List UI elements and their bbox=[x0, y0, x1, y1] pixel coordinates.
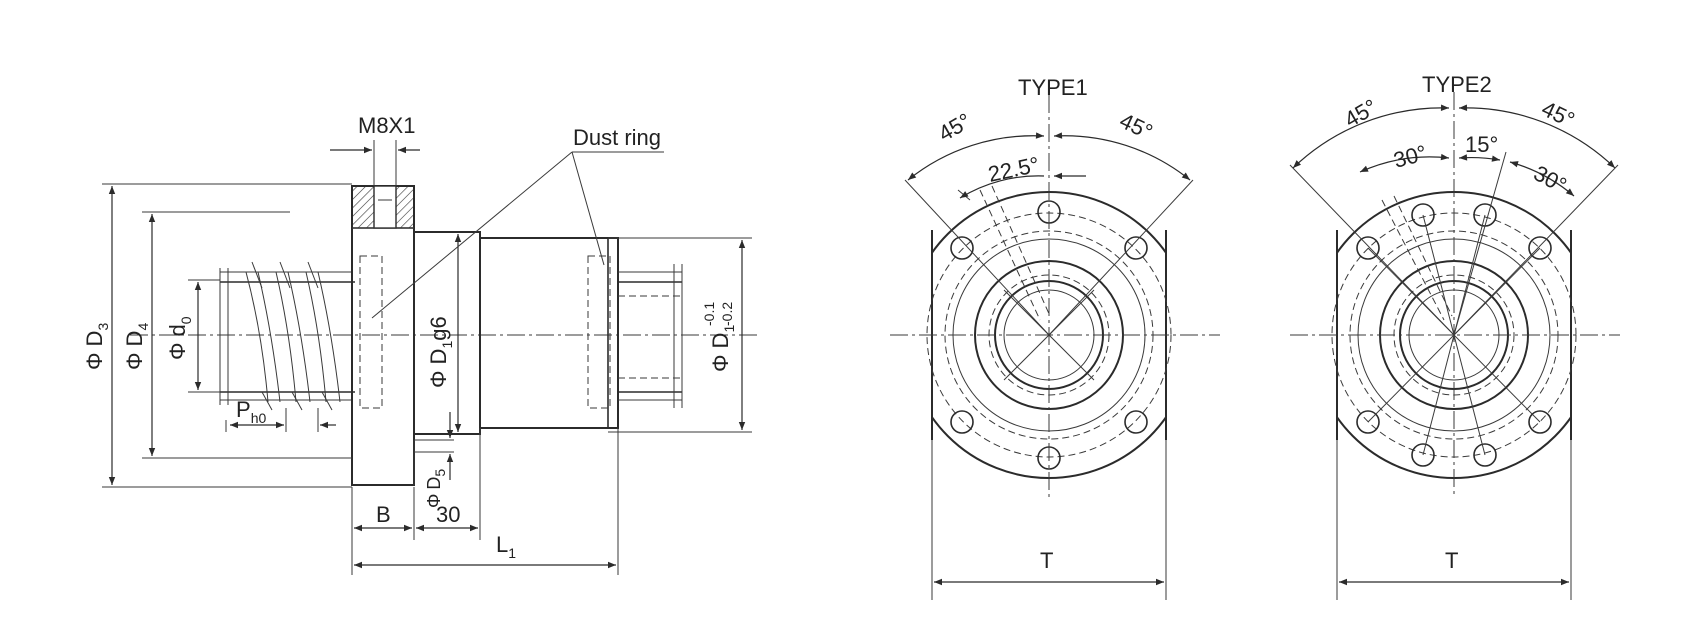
label-d1g6: ΦD1g6 bbox=[426, 316, 455, 388]
type2-angle-right: 45° bbox=[1538, 96, 1579, 133]
svg-text:ΦD4: ΦD4 bbox=[122, 323, 151, 370]
type2-angle-30-right: 30° bbox=[1530, 160, 1571, 198]
type1-angle-right: 45° bbox=[1116, 108, 1157, 145]
dimension-arrows bbox=[108, 146, 746, 569]
type1-angle-left: 45° bbox=[934, 108, 975, 146]
svg-text:-0.1: -0.1 bbox=[701, 302, 717, 326]
label-b: B bbox=[376, 502, 391, 527]
label-30: 30 bbox=[436, 502, 460, 527]
bolt-hole bbox=[950, 236, 974, 260]
svg-text:ΦD1: ΦD1 bbox=[708, 325, 737, 372]
flange bbox=[351, 185, 415, 486]
svg-text:ΦD1g6: ΦD1g6 bbox=[426, 316, 455, 388]
bolt-hole bbox=[1528, 410, 1552, 434]
bolt-hole bbox=[1411, 203, 1435, 227]
side-view: M8X1 Dust ring ΦD3 ΦD4 Φd0 ΦD1g6 ΦD5 ΦD1… bbox=[82, 113, 760, 575]
type1-angle-small: 22.5° bbox=[986, 152, 1042, 187]
type1-front-view: TYPE1 45° 45° 22.5° T bbox=[890, 75, 1220, 600]
type2-width-label: T bbox=[1445, 548, 1458, 573]
type2-angle-15: 15° bbox=[1465, 132, 1498, 157]
type1-title: TYPE1 bbox=[1018, 75, 1088, 100]
bolt-hole bbox=[1528, 236, 1552, 260]
bolt-hole bbox=[950, 410, 974, 434]
label-d3: ΦD3 bbox=[82, 323, 111, 370]
label-d1-tolerance: ΦD1 -0.1 -0.2 bbox=[701, 302, 737, 372]
screw-shaft-right bbox=[618, 264, 683, 408]
label-d0: Φd0 bbox=[165, 316, 194, 360]
bolt-hole bbox=[1124, 410, 1148, 434]
type2-angle-left: 45° bbox=[1340, 94, 1381, 132]
svg-text:-0.2: -0.2 bbox=[719, 302, 735, 326]
thread-label: M8X1 bbox=[358, 113, 415, 138]
extension-lines bbox=[102, 140, 752, 575]
screw-shaft-left bbox=[219, 261, 355, 411]
bolt-hole bbox=[1411, 443, 1435, 467]
type1-width-label: T bbox=[1040, 548, 1053, 573]
dust-ring-label: Dust ring bbox=[573, 125, 661, 150]
nut-body bbox=[479, 237, 619, 429]
type2-front-view: TYPE2 45° 45° 30° 15° 30° T bbox=[1289, 72, 1620, 600]
label-l1: L1 bbox=[496, 532, 516, 561]
label-d5: ΦD5 bbox=[424, 469, 448, 508]
bolt-hole bbox=[1473, 443, 1497, 467]
label-ph0: Ph0 bbox=[236, 397, 266, 426]
bolt-hole bbox=[1124, 236, 1148, 260]
bolt-hole bbox=[1356, 410, 1380, 434]
svg-text:Φd0: Φd0 bbox=[165, 316, 194, 360]
svg-text:ΦD5: ΦD5 bbox=[424, 469, 448, 508]
label-d4: ΦD4 bbox=[122, 323, 151, 370]
bolt-hole bbox=[1356, 236, 1380, 260]
type2-title: TYPE2 bbox=[1422, 72, 1492, 97]
type2-angle-30-left: 30° bbox=[1391, 140, 1430, 173]
svg-text:ΦD3: ΦD3 bbox=[82, 323, 111, 370]
